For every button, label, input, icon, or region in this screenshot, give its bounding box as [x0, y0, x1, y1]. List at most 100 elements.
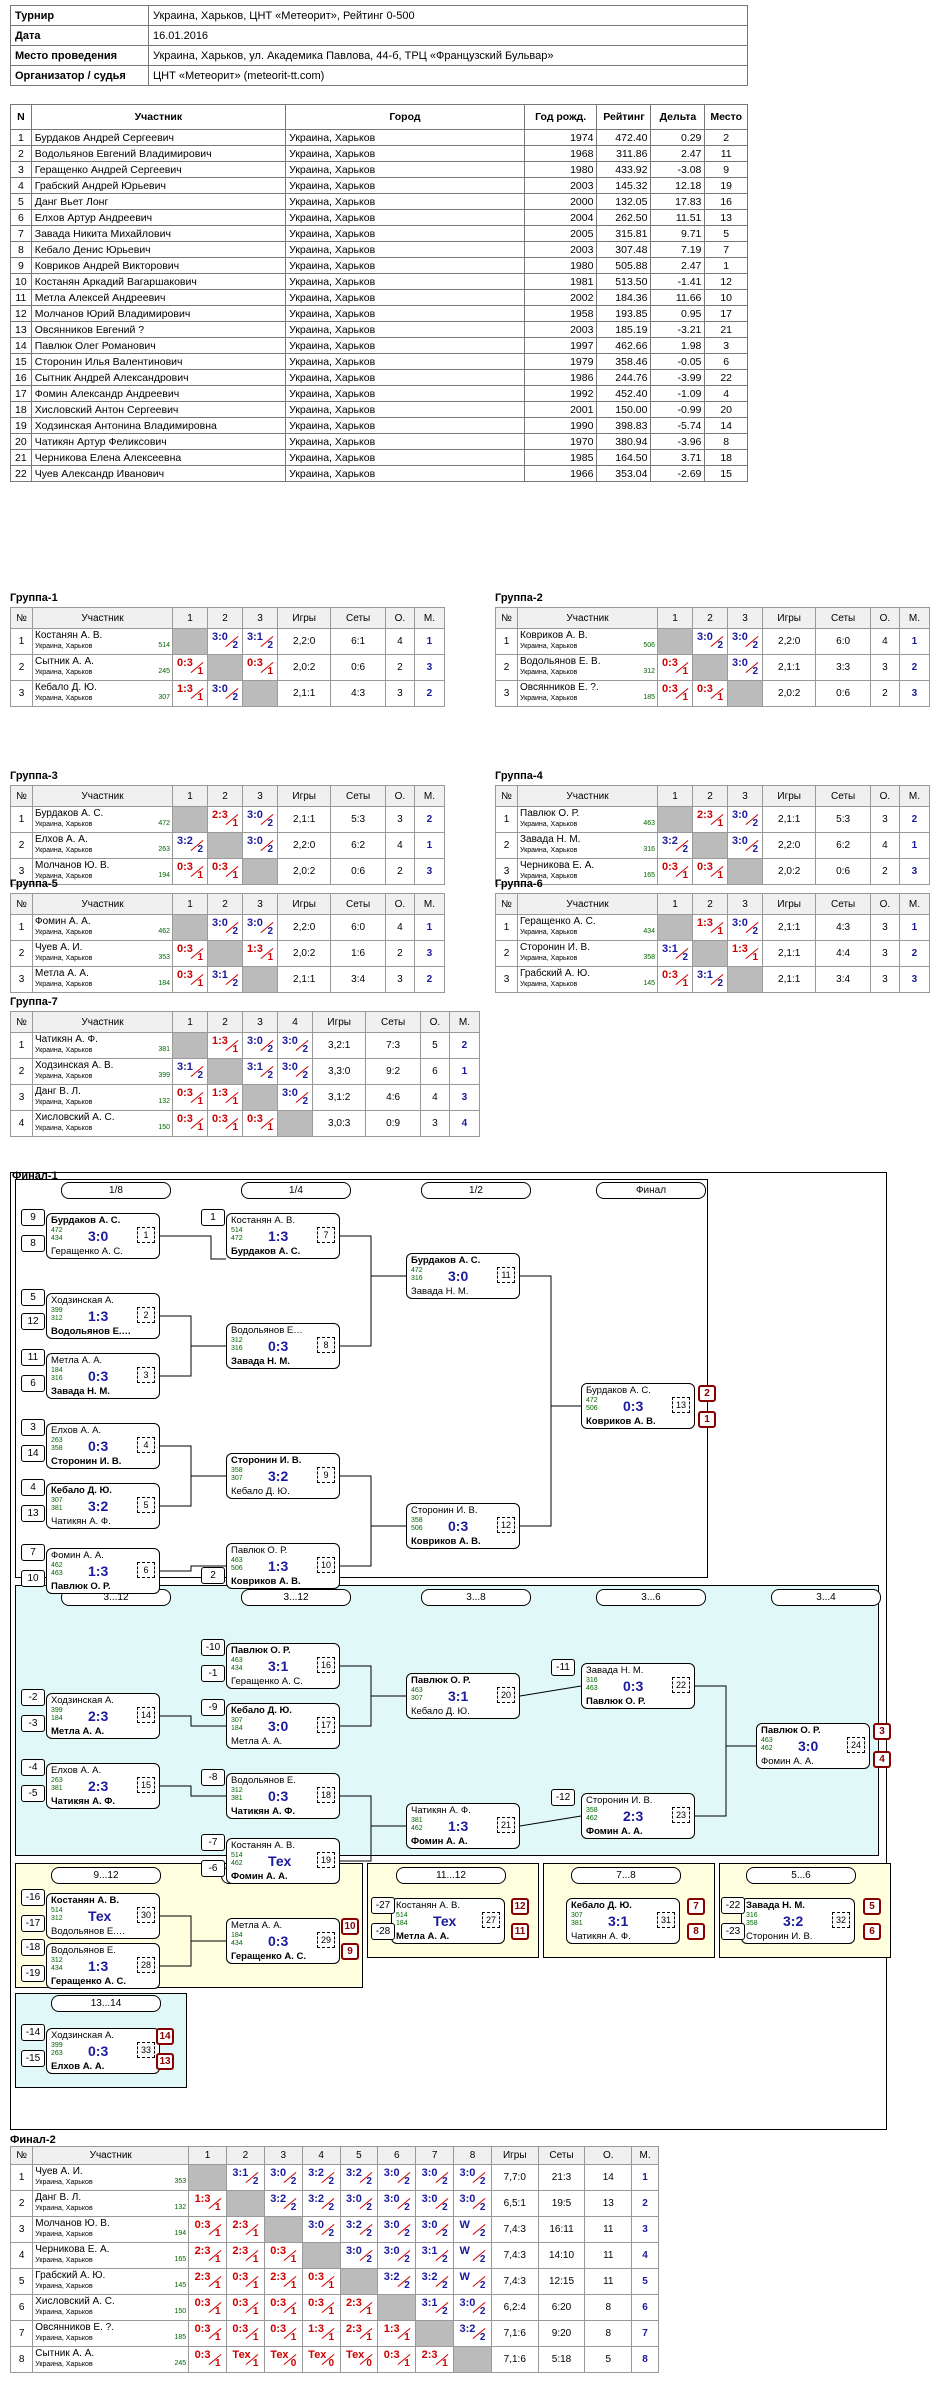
final2-header-cell: 3: [263, 2146, 303, 2165]
group-place: 1: [898, 628, 931, 655]
participant-cell: 10: [704, 289, 748, 306]
match-player-a: Метла А. А.: [51, 1355, 103, 1366]
match-score: 0:3: [448, 1518, 469, 1534]
score-points: 1: [290, 2332, 297, 2343]
final2-header-cell: №: [9, 2146, 34, 2165]
match-game-number: 4: [137, 1437, 155, 1453]
score-value: 0:3: [177, 657, 193, 669]
group-score-cell: [207, 940, 243, 967]
final2-stat-g: 7,4:3: [490, 2242, 539, 2269]
participant-cell: 14: [704, 417, 748, 434]
participant-cell: Овсянников Евгений ?: [30, 321, 287, 338]
player-rating: 145: [643, 980, 655, 987]
score-value: 1:3: [212, 1035, 228, 1047]
group-stat-g: 2,0:2: [276, 654, 332, 681]
final2-stat-s: 9:20: [537, 2320, 586, 2347]
match-rating-b: 316: [231, 1345, 243, 1352]
score-value: 0:3: [247, 1113, 263, 1125]
bracket-seed: 11: [21, 1349, 45, 1366]
final2-stat-g: 6,2:4: [490, 2294, 539, 2321]
participant-cell: 307.48: [596, 241, 652, 258]
player-city: Украина, Харьков: [520, 643, 578, 650]
match-rating-b: 506: [231, 1565, 243, 1572]
participant-cell: 1979: [523, 353, 598, 370]
score-value: 0:3: [662, 969, 678, 981]
match-score: 1:3: [268, 1228, 289, 1244]
bracket-seed: -9: [201, 1699, 225, 1716]
match-game-number: 7: [317, 1227, 335, 1243]
score-value: 0:3: [177, 969, 193, 981]
group-header-cell: О.: [384, 785, 415, 807]
score-points: 1: [252, 2306, 259, 2317]
score-points: 1: [404, 2332, 410, 2343]
group-row-number: 1: [10, 914, 33, 941]
score-value: 3:0: [212, 683, 228, 695]
group-header-cell: Участник: [32, 607, 173, 629]
group-stat-g: 2,1:1: [761, 940, 817, 967]
group-row-number: 4: [10, 1110, 33, 1137]
match-rating-b: 472: [231, 1235, 243, 1242]
score-value: 0:3: [194, 2297, 211, 2309]
score-value: 1:3: [697, 917, 713, 929]
final2-stat-s: 16:11: [537, 2216, 586, 2243]
score-points: 1: [252, 2280, 259, 2291]
final2-stat-s: 5:18: [537, 2346, 586, 2373]
match-rating-a: 358: [586, 1807, 598, 1814]
score-points: 2: [197, 1070, 203, 1081]
bracket-seed: -6: [201, 1860, 225, 1877]
group-place: 1: [413, 832, 446, 859]
group-header-cell: О.: [419, 1011, 450, 1033]
group-place: 3: [413, 654, 446, 681]
